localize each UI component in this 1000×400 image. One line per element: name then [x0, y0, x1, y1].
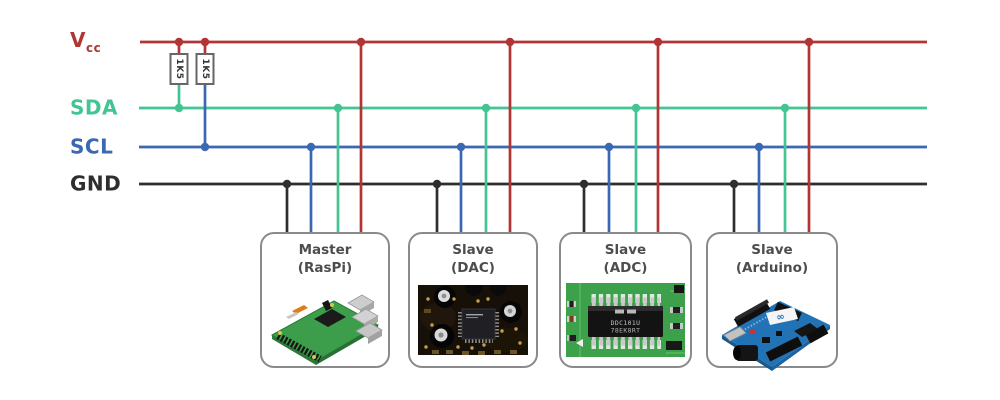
device-box-slave-adc: Slave (ADC)	[559, 232, 692, 368]
device-title: Slave (ADC)	[604, 241, 648, 277]
device-box-slave-dac: Slave (DAC)	[408, 232, 538, 368]
junction-dot-sda	[481, 103, 491, 113]
raspberry-pi-illustration	[270, 294, 383, 365]
device-title: Master (RasPi)	[298, 241, 352, 277]
arduino-illustration: ∞	[722, 299, 830, 371]
device-title: Slave (DAC)	[451, 241, 495, 277]
device-title: Slave (Arduino)	[736, 241, 808, 277]
svg-text:∞: ∞	[776, 311, 786, 323]
junction-dot-scl	[456, 142, 466, 152]
dac-board-illustration	[418, 284, 528, 355]
junction-dot-sda	[780, 103, 790, 113]
bus-label-sda: SDA	[70, 96, 118, 120]
device-name: Slave	[452, 242, 494, 258]
junction-dot-sda	[174, 103, 184, 113]
junction-dot-vcc	[174, 37, 184, 47]
junction-dot-sda	[631, 103, 641, 113]
device-subname: (RasPi)	[297, 260, 353, 276]
device-subname: (Arduino)	[735, 260, 809, 276]
junction-dot-scl	[306, 142, 316, 152]
device-box-slave-arduino: Slave (Arduino) ∞	[706, 232, 838, 371]
junction-dot-gnd	[432, 179, 442, 189]
arduino-photo: ∞	[708, 277, 836, 375]
junction-dot-vcc	[653, 37, 663, 47]
junction-dot-gnd	[282, 179, 292, 189]
dac-board-photo	[410, 277, 536, 366]
junction-dot-sda	[333, 103, 343, 113]
vcc-label-subscript: cc	[85, 40, 102, 55]
adc-board-photo: DDC101U 78EK8RT	[561, 277, 690, 366]
pullup-resistor-body	[195, 53, 215, 85]
junction-dot-vcc	[505, 37, 515, 47]
raspberry-pi-photo	[262, 277, 388, 371]
device-name: Slave	[751, 242, 793, 258]
vcc-label-main: V	[70, 27, 86, 52]
bus-label-vcc: Vcc	[70, 28, 101, 55]
junction-dot-scl	[604, 142, 614, 152]
device-name: Slave	[604, 242, 647, 258]
device-subname: (ADC)	[603, 260, 648, 276]
junction-dot-vcc	[804, 37, 814, 47]
bus-label-scl: SCL	[70, 135, 113, 159]
junction-dot-gnd	[579, 179, 589, 189]
adc-chip-marking-line1: DDC101U	[611, 319, 641, 327]
scl-label: SCL	[70, 134, 114, 159]
sda-label: SDA	[70, 95, 118, 120]
gnd-label: GND	[70, 171, 122, 196]
resistor-value-label: 1K5	[174, 59, 184, 80]
adc-board-illustration: DDC101U 78EK8RT	[566, 282, 685, 357]
junction-dot-scl	[200, 142, 210, 152]
junction-dot-gnd	[729, 179, 739, 189]
adc-chip-marking-line2: 78EK8RT	[611, 326, 641, 334]
junction-dot-vcc	[200, 37, 210, 47]
junction-dot-scl	[754, 142, 764, 152]
device-name: Master	[298, 242, 352, 258]
device-box-master-raspi: Master (RasPi)	[260, 232, 390, 368]
pullup-resistor-body	[169, 53, 189, 85]
device-subname: (DAC)	[451, 260, 495, 276]
bus-label-gnd: GND	[70, 172, 121, 196]
junction-dot-vcc	[356, 37, 366, 47]
resistor-value-label: 1K5	[200, 59, 210, 80]
